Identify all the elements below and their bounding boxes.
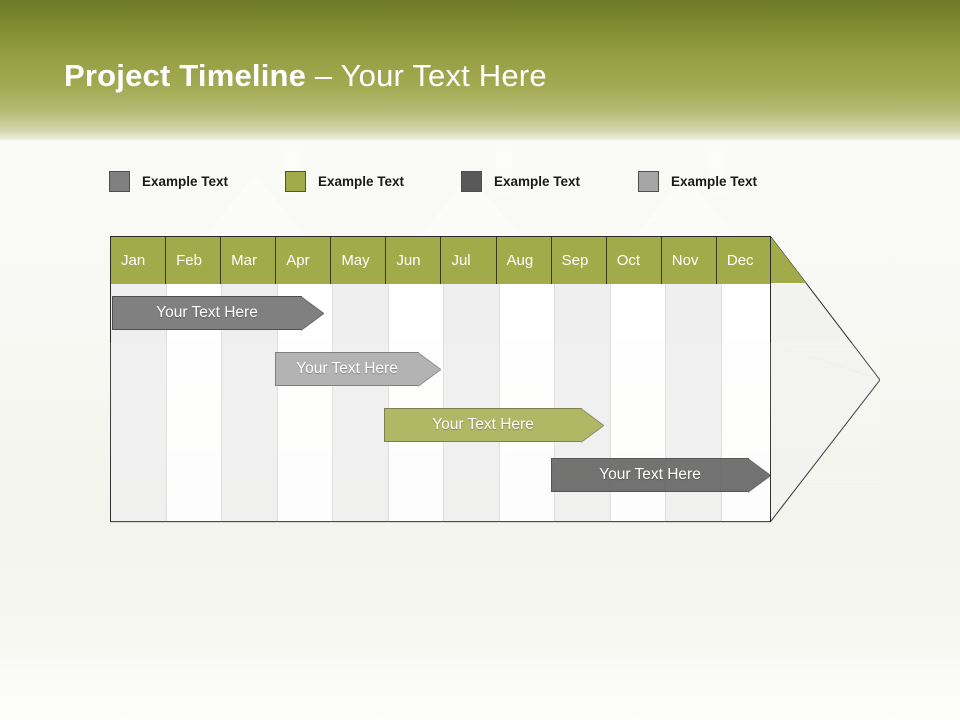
month-cell-aug[interactable]: Aug <box>496 237 552 284</box>
task-bar-1-label: Your Text Here <box>156 304 258 321</box>
task-bar-2-tip <box>418 351 441 387</box>
legend-item-2[interactable]: Example Text <box>285 168 404 194</box>
title-separator: – <box>306 58 341 93</box>
timeline-header-row: Jan Feb Mar Apr May Jun Jul Aug Sep Oct … <box>111 237 770 284</box>
legend-label-3: Example Text <box>494 173 581 189</box>
legend-item-3[interactable]: Example Text <box>461 168 580 194</box>
month-cell-sep[interactable]: Sep <box>551 237 607 284</box>
month-cell-jan[interactable]: Jan <box>111 237 167 284</box>
task-bar-2[interactable]: Your Text Here <box>275 351 441 387</box>
legend: Example Text Example Text Example Text E… <box>109 168 869 196</box>
legend-label-4: Example Text <box>671 173 758 189</box>
legend-swatch-3 <box>461 170 482 192</box>
month-cell-jun[interactable]: Jun <box>386 237 442 284</box>
month-cell-apr[interactable]: Apr <box>276 237 332 284</box>
timeline-chart: Jan Feb Mar Apr May Jun Jul Aug Sep Oct … <box>110 236 880 522</box>
title-light: Your Text Here <box>340 58 547 93</box>
timeline-column-jun <box>389 237 444 521</box>
month-cell-may[interactable]: May <box>331 237 387 284</box>
timeline-column-feb <box>167 237 222 521</box>
task-bar-3-body <box>384 408 582 442</box>
timeline-column-jan <box>111 237 167 521</box>
month-cell-feb[interactable]: Feb <box>166 237 222 284</box>
timeline-column-aug <box>500 237 555 521</box>
timeline-column-oct <box>611 237 666 521</box>
legend-label-2: Example Text <box>318 173 405 189</box>
legend-swatch-2 <box>285 170 306 192</box>
task-bar-2-body <box>275 352 419 386</box>
timeline-arrow-head <box>770 236 880 522</box>
month-cell-dec[interactable]: Dec <box>716 237 770 284</box>
page-title: Project Timeline – Your Text Here <box>64 58 547 94</box>
timeline-column-jul <box>444 237 500 521</box>
task-bar-1-tip <box>301 295 324 331</box>
month-cell-nov[interactable]: Nov <box>661 237 717 284</box>
task-bar-2-label: Your Text Here <box>296 360 398 377</box>
task-bar-1-body <box>112 296 302 330</box>
legend-swatch-4 <box>638 170 659 192</box>
task-bar-3[interactable]: Your Text Here <box>384 407 604 443</box>
legend-item-4[interactable]: Example Text <box>638 168 757 194</box>
task-bar-1[interactable]: Your Text Here <box>112 295 324 331</box>
task-bar-4-body <box>551 458 749 492</box>
month-cell-jul[interactable]: Jul <box>441 237 497 284</box>
timeline-column-mar <box>222 237 278 521</box>
title-band: Project Timeline – Your Text Here <box>0 0 960 140</box>
task-bar-3-label: Your Text Here <box>432 416 534 433</box>
task-bar-4-tip <box>748 457 771 493</box>
legend-label-1: Example Text <box>142 173 229 189</box>
task-bar-4[interactable]: Your Text Here <box>551 457 771 493</box>
task-bar-4-label: Your Text Here <box>599 466 701 483</box>
legend-swatch-1 <box>109 170 130 192</box>
legend-item-1[interactable]: Example Text <box>109 168 228 194</box>
task-bar-3-tip <box>581 407 604 443</box>
month-cell-mar[interactable]: Mar <box>221 237 277 284</box>
month-cell-oct[interactable]: Oct <box>606 237 662 284</box>
title-strong: Project Timeline <box>64 58 307 93</box>
